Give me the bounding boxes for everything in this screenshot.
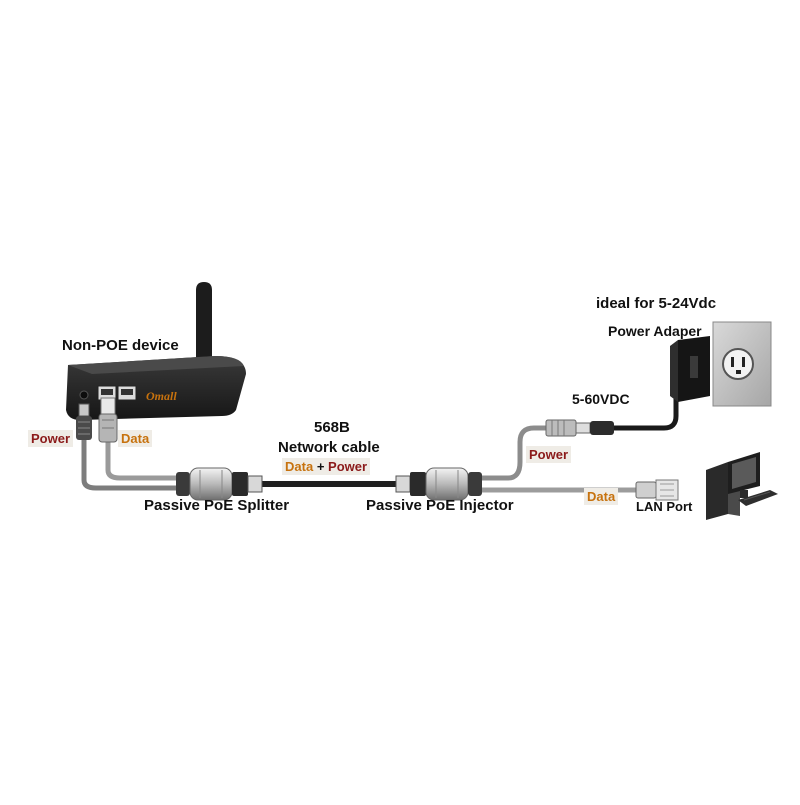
cable-data-power-label: Data + Power xyxy=(282,458,371,475)
data-right-label: Data xyxy=(584,488,619,505)
dc-plug-icon xyxy=(545,419,614,437)
cable-type-label: 568B xyxy=(314,419,350,436)
splitter-connector xyxy=(176,467,263,501)
wall-outlet-icon xyxy=(712,321,772,407)
voltage-label: 5-60VDC xyxy=(572,391,630,407)
rj45-connector-icon xyxy=(98,397,118,443)
network-cable-label: Network cable xyxy=(278,439,380,456)
ideal-for-label: ideal for 5-24Vdc xyxy=(596,295,717,312)
non-poe-device-label: Non-POE device xyxy=(62,337,179,354)
splitter-label: Passive PoE Splitter xyxy=(144,497,290,514)
injector-label: Passive PoE Injector xyxy=(366,497,514,514)
power-adapter-label: Power Adaper xyxy=(608,323,702,339)
cable-power-text: Power xyxy=(328,459,368,474)
router-brand-label: Omall xyxy=(146,389,177,403)
power-left-label: Power xyxy=(28,430,74,447)
dc-plug-icon xyxy=(76,403,92,440)
power-right-label: Power xyxy=(526,446,572,463)
rj45-connector-icon xyxy=(635,479,679,501)
data-left-label: Data xyxy=(118,430,153,447)
injector-connector xyxy=(395,467,482,501)
lan-port-label: LAN Port xyxy=(636,499,693,514)
computer-icon xyxy=(706,452,778,520)
cable-plus-text: + xyxy=(316,459,325,474)
cable-data-text: Data xyxy=(285,459,314,474)
power-adapter-icon xyxy=(670,336,710,402)
